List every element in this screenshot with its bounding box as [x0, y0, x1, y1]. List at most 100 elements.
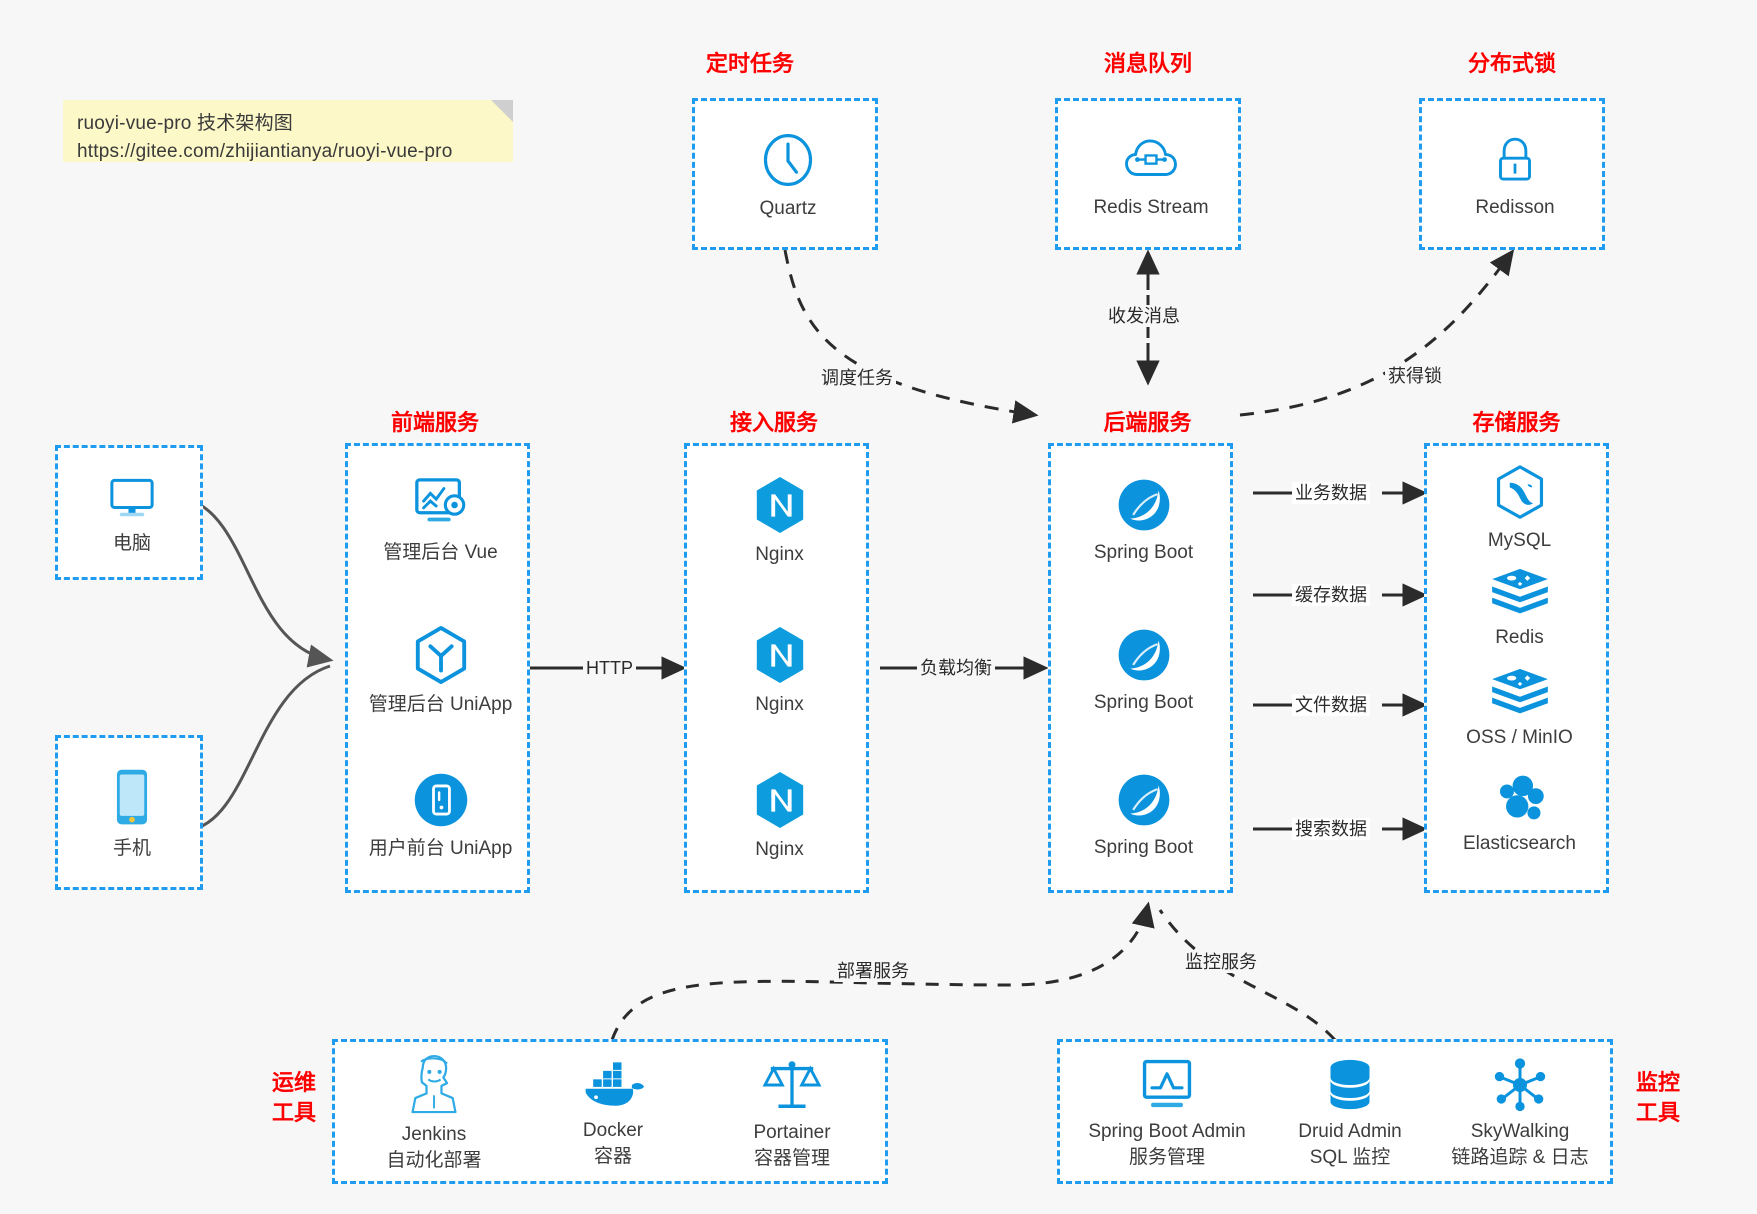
node-sublabel: 服务管理	[1128, 1147, 1205, 1168]
group-title-lock: 分布式锁	[1467, 51, 1556, 76]
node-pc[interactable]: 电脑	[58, 453, 206, 573]
node-label: Spring Boot	[1093, 542, 1194, 563]
node-nginx-2[interactable]: Nginx	[687, 606, 872, 736]
node-quartz[interactable]: Quartz	[695, 111, 881, 241]
node-user-uniapp[interactable]: 用户前台 UniApp	[348, 751, 533, 881]
group-title-storage: 存储服务	[1472, 410, 1561, 435]
edge-label-http: HTTP	[583, 657, 636, 679]
node-label: Docker	[582, 1120, 644, 1141]
group-scheduler: Quartz	[692, 98, 878, 250]
node-sublabel: 容器	[593, 1146, 632, 1167]
node-redis-stream[interactable]: Redis Stream	[1058, 111, 1244, 241]
node-jenkins[interactable]: Jenkins 自动化部署	[349, 1050, 519, 1178]
monitor-chart-icon	[1142, 1059, 1192, 1108]
node-docker[interactable]: Docker 容器	[528, 1050, 698, 1178]
nginx-icon	[756, 476, 803, 534]
mobile-app-icon	[414, 773, 467, 827]
node-nginx-1[interactable]: Nginx	[687, 456, 872, 586]
group-gateway: Nginx Nginx Nginx	[684, 443, 869, 893]
note-url: https://gitee.com/zhijiantianya/ruoyi-vu…	[77, 141, 453, 162]
redis-stack-icon	[1491, 568, 1548, 614]
edge-label-cachedata: 缓存数据	[1292, 584, 1370, 606]
edge-schedule	[783, 249, 1039, 424]
node-label: Portainer	[753, 1122, 831, 1143]
lock-icon	[1499, 137, 1531, 181]
node-label: Elasticsearch	[1463, 832, 1576, 854]
edge-label-monitoring: 监控服务	[1182, 951, 1260, 973]
monitor-title-line2: 工具	[1635, 1100, 1680, 1125]
node-label: MySQL	[1487, 530, 1552, 551]
node-label: Spring Boot Admin	[1088, 1121, 1246, 1142]
group-client-mobile: 手机	[55, 735, 203, 890]
group-monitor: Spring Boot Admin 服务管理 Druid Admin SQL 监…	[1057, 1039, 1613, 1184]
node-redis[interactable]: Redis	[1427, 554, 1612, 664]
node-label: 手机	[112, 837, 151, 859]
group-devops: Jenkins 自动化部署 Docker 容器	[332, 1039, 888, 1184]
node-label: 用户前台 UniApp	[368, 838, 513, 859]
edge-mobile-to-frontend	[189, 664, 331, 832]
group-title-devops: 运维 工具	[262, 1068, 326, 1128]
node-admin-vue[interactable]: 管理后台 Vue	[348, 456, 533, 586]
node-admin-uniapp[interactable]: 管理后台 UniApp	[348, 606, 533, 736]
node-mobile[interactable]: 手机	[58, 746, 206, 881]
node-label: Nginx	[755, 544, 804, 565]
edge-monitoring	[1158, 909, 1337, 1042]
node-label: OSS / MinIO	[1466, 727, 1573, 748]
node-label: Druid Admin	[1298, 1121, 1402, 1142]
node-label: Spring Boot	[1093, 692, 1194, 713]
node-nginx-3[interactable]: Nginx	[687, 751, 872, 881]
edge-label-filedata: 文件数据	[1292, 694, 1370, 716]
node-label: Quartz	[759, 198, 817, 219]
edge-pc-to-frontend	[189, 498, 334, 668]
node-label: Redis Stream	[1093, 197, 1209, 218]
docker-whale-icon	[585, 1062, 645, 1106]
node-sublabel: 链路追踪 & 日志	[1451, 1147, 1589, 1168]
group-title-frontend: 前端服务	[390, 410, 479, 435]
node-oss-minio[interactable]: OSS / MinIO	[1427, 654, 1612, 764]
group-frontend: 管理后台 Vue 管理后台 UniApp 用户前台 UniApp	[345, 443, 530, 893]
group-title-monitor: 监控 工具	[1626, 1068, 1690, 1128]
node-label: Redisson	[1475, 197, 1555, 218]
node-label: 电脑	[112, 533, 151, 554]
group-lock: Redisson	[1419, 98, 1605, 250]
node-label: Jenkins	[401, 1124, 467, 1145]
spring-leaf-icon	[1118, 774, 1169, 826]
node-springboot-1[interactable]: Spring Boot	[1051, 456, 1236, 586]
node-skywalking[interactable]: SkyWalking 链路追踪 & 日志	[1430, 1050, 1610, 1178]
group-title-scheduler: 定时任务	[705, 51, 794, 76]
edge-label-loadbalance: 负载均衡	[917, 657, 995, 679]
jenkins-butler-icon	[411, 1054, 457, 1114]
nginx-icon	[756, 771, 803, 829]
clock-icon	[763, 134, 813, 186]
node-druid-admin[interactable]: Druid Admin SQL 监控	[1265, 1050, 1435, 1178]
group-title-gateway: 接入服务	[729, 410, 818, 435]
node-portainer[interactable]: Portainer 容器管理	[707, 1050, 877, 1178]
node-springboot-2[interactable]: Spring Boot	[1051, 606, 1236, 736]
node-elasticsearch[interactable]: Elasticsearch	[1427, 756, 1612, 871]
group-mq: Redis Stream	[1055, 98, 1241, 250]
node-label: 管理后台 UniApp	[368, 694, 513, 715]
node-sublabel: 自动化部署	[386, 1150, 482, 1171]
node-spring-boot-admin[interactable]: Spring Boot Admin 服务管理	[1070, 1050, 1264, 1178]
edge-label-searchdata: 搜索数据	[1292, 818, 1370, 840]
node-label: Redis	[1495, 627, 1544, 648]
redis-stack-icon	[1491, 668, 1548, 714]
node-label: Nginx	[755, 839, 804, 860]
note-title: ruoyi-vue-pro 技术架构图	[77, 113, 294, 134]
node-redisson[interactable]: Redisson	[1422, 111, 1608, 241]
spring-leaf-icon	[1118, 629, 1169, 681]
mysql-dolphin-icon	[1496, 465, 1543, 519]
group-backend: Spring Boot Spring Boot Spring Boot	[1048, 443, 1233, 893]
node-springboot-3[interactable]: Spring Boot	[1051, 751, 1236, 881]
skywalking-node-icon	[1494, 1058, 1546, 1112]
node-label: 管理后台 Vue	[383, 542, 498, 563]
node-label: Spring Boot	[1093, 837, 1194, 858]
nginx-icon	[756, 626, 803, 684]
node-sublabel: SQL 监控	[1309, 1147, 1391, 1168]
dashboard-gear-icon	[414, 478, 465, 522]
edge-getlock	[1239, 249, 1515, 417]
node-label: SkyWalking	[1470, 1121, 1570, 1142]
spring-leaf-icon	[1118, 479, 1169, 531]
node-mysql[interactable]: MySQL	[1427, 454, 1612, 564]
